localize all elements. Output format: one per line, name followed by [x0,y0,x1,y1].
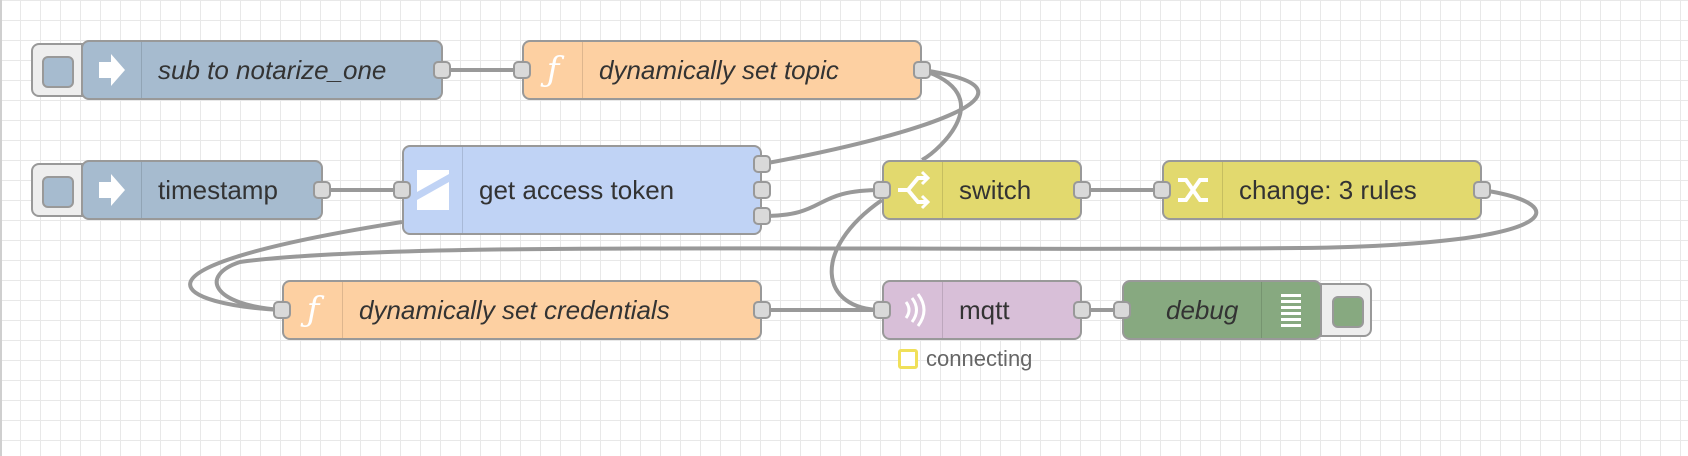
wire-topic-to-switch[interactable] [920,68,963,162]
wire-http-to-creds[interactable] [188,220,403,312]
output-port[interactable] [433,61,451,79]
node-label: mqtt [959,294,1010,325]
output-port[interactable] [313,181,331,199]
output-port-2[interactable] [753,181,771,199]
debug-toggle-square[interactable] [1332,296,1364,328]
node-label: dynamically set topic [599,54,839,85]
node-label: timestamp [158,174,278,205]
arrow-in-icon [83,162,142,218]
status-text: connecting [926,346,1033,371]
input-port[interactable] [513,61,531,79]
node-switch[interactable]: switch [882,160,1082,220]
input-port[interactable] [1113,301,1131,319]
status-dot-icon [898,349,918,369]
node-label: debug [1166,294,1239,325]
output-port[interactable] [1073,181,1091,199]
output-port[interactable] [913,61,931,79]
switch-icon [884,162,943,218]
node-sub-to-notarize-one[interactable]: sub to notarize_one [81,40,443,100]
wire-change-to-creds[interactable] [214,188,1539,312]
list-icon [1261,282,1320,338]
output-port-1[interactable] [753,155,771,173]
node-dynamically-set-credentials[interactable]: ƒ dynamically set credentials [282,280,762,340]
mqtt-icon [884,282,943,338]
change-icon [1164,162,1223,218]
output-port[interactable] [1073,301,1091,319]
input-port[interactable] [393,181,411,199]
output-port-3[interactable] [753,207,771,225]
output-port[interactable] [1473,181,1491,199]
input-port[interactable] [873,181,891,199]
input-port[interactable] [1153,181,1171,199]
node-label: switch [959,174,1032,205]
node-get-access-token[interactable]: get access token [402,145,762,235]
node-dynamically-set-topic[interactable]: ƒ dynamically set topic [522,40,922,100]
function-icon: ƒ [284,282,343,338]
input-port[interactable] [873,301,891,319]
node-label: sub to notarize_one [158,54,387,85]
debug-toggle-button[interactable] [1320,283,1372,337]
inject-trigger-button[interactable] [31,43,83,97]
output-port[interactable] [753,301,771,319]
node-mqtt[interactable]: mqtt [882,280,1082,340]
wire-http-to-switch[interactable] [761,188,883,218]
node-label: dynamically set credentials [359,294,670,325]
node-debug[interactable]: debug [1122,280,1322,340]
inject-trigger-square[interactable] [42,176,74,208]
function-icon: ƒ [524,42,583,98]
arrow-in-icon [83,42,142,98]
wire-topic-to-http[interactable] [761,68,981,166]
mqtt-status: connecting [898,346,1032,372]
input-port[interactable] [273,301,291,319]
node-timestamp[interactable]: timestamp [81,160,323,220]
wire-switch-to-mqtt[interactable] [829,198,884,312]
node-label: get access token [479,174,675,205]
inject-trigger-button[interactable] [31,163,83,217]
http-icon [404,147,463,233]
inject-trigger-square[interactable] [42,56,74,88]
canvas-edge [0,0,2,456]
node-change-3-rules[interactable]: change: 3 rules [1162,160,1482,220]
node-label: change: 3 rules [1239,174,1417,205]
